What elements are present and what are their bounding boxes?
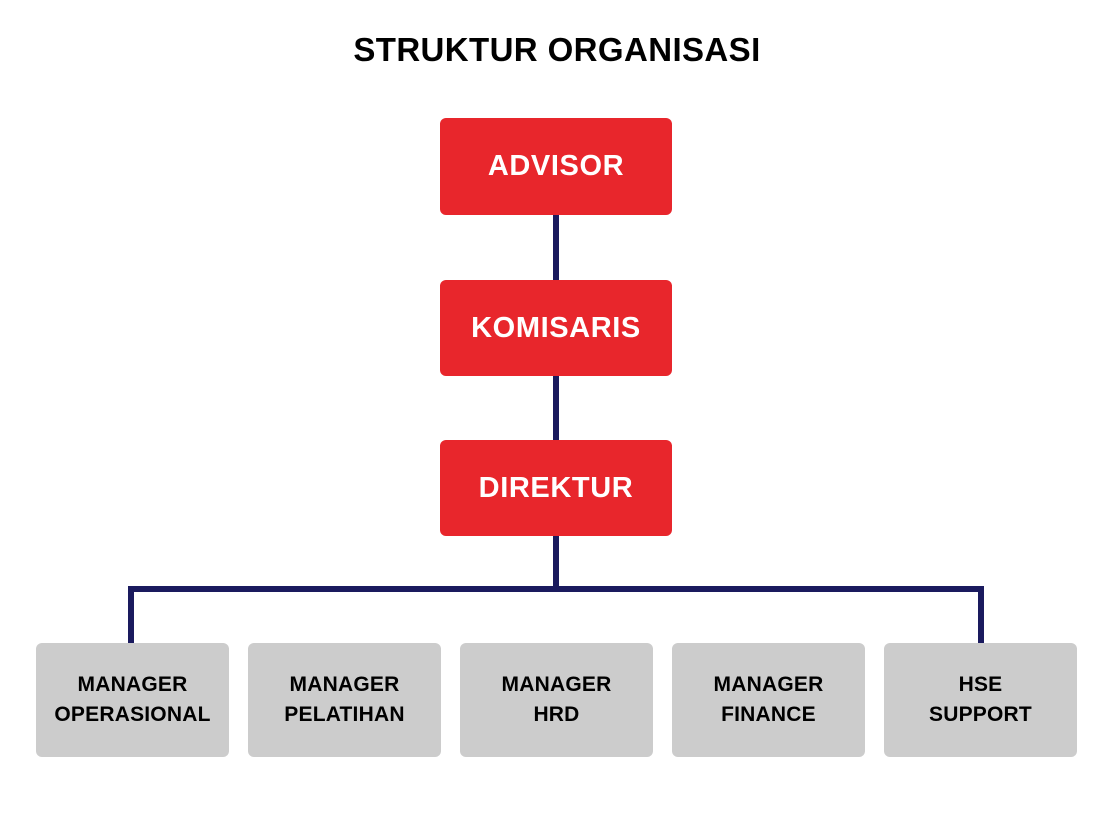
- connector-horizontal-bus: [128, 586, 984, 592]
- node-manager-hrd-line1: MANAGER: [501, 673, 612, 696]
- node-hse-support-line2: SUPPORT: [929, 703, 1032, 726]
- node-manager-pelatihan-line1: MANAGER: [289, 673, 400, 696]
- node-direktur-label: DIREKTUR: [478, 471, 634, 504]
- node-manager-operasional[interactable]: MANAGER OPERASIONAL: [36, 643, 229, 757]
- connector-bus-manager-operasional: [128, 586, 134, 644]
- node-hse-support-line1: HSE: [958, 673, 1003, 696]
- node-advisor[interactable]: ADVISOR: [440, 118, 672, 215]
- node-advisor-label: ADVISOR: [487, 150, 625, 182]
- node-komisaris-label: KOMISARIS: [471, 311, 641, 344]
- node-manager-operasional-line1: MANAGER: [77, 673, 188, 696]
- node-manager-hrd[interactable]: MANAGER HRD: [460, 643, 653, 757]
- connector-advisor-komisaris: [553, 213, 559, 283]
- connector-direktur-bus: [553, 533, 559, 592]
- node-manager-finance-line2: FINANCE: [721, 703, 816, 726]
- node-manager-finance-label: MANAGER FINANCE: [672, 670, 865, 730]
- node-hse-support-label: HSE SUPPORT: [884, 670, 1077, 730]
- node-manager-pelatihan-label: MANAGER PELATIHAN: [248, 670, 441, 730]
- page-title: STRUKTUR ORGANISASI: [353, 31, 761, 68]
- node-manager-finance[interactable]: MANAGER FINANCE: [672, 643, 865, 757]
- node-manager-pelatihan[interactable]: MANAGER PELATIHAN: [248, 643, 441, 757]
- node-manager-finance-line1: MANAGER: [713, 673, 824, 696]
- node-komisaris[interactable]: KOMISARIS: [440, 280, 672, 376]
- node-manager-hrd-label: MANAGER HRD: [460, 670, 653, 730]
- node-manager-pelatihan-line2: PELATIHAN: [284, 703, 405, 726]
- node-manager-hrd-line2: HRD: [533, 703, 580, 726]
- node-direktur[interactable]: DIREKTUR: [440, 440, 672, 536]
- connector-bus-hse-support: [978, 586, 984, 644]
- node-manager-operasional-label: MANAGER OPERASIONAL: [36, 670, 229, 730]
- node-hse-support[interactable]: HSE SUPPORT: [884, 643, 1077, 757]
- node-manager-operasional-line2: OPERASIONAL: [54, 703, 211, 726]
- connector-komisaris-direktur: [553, 373, 559, 443]
